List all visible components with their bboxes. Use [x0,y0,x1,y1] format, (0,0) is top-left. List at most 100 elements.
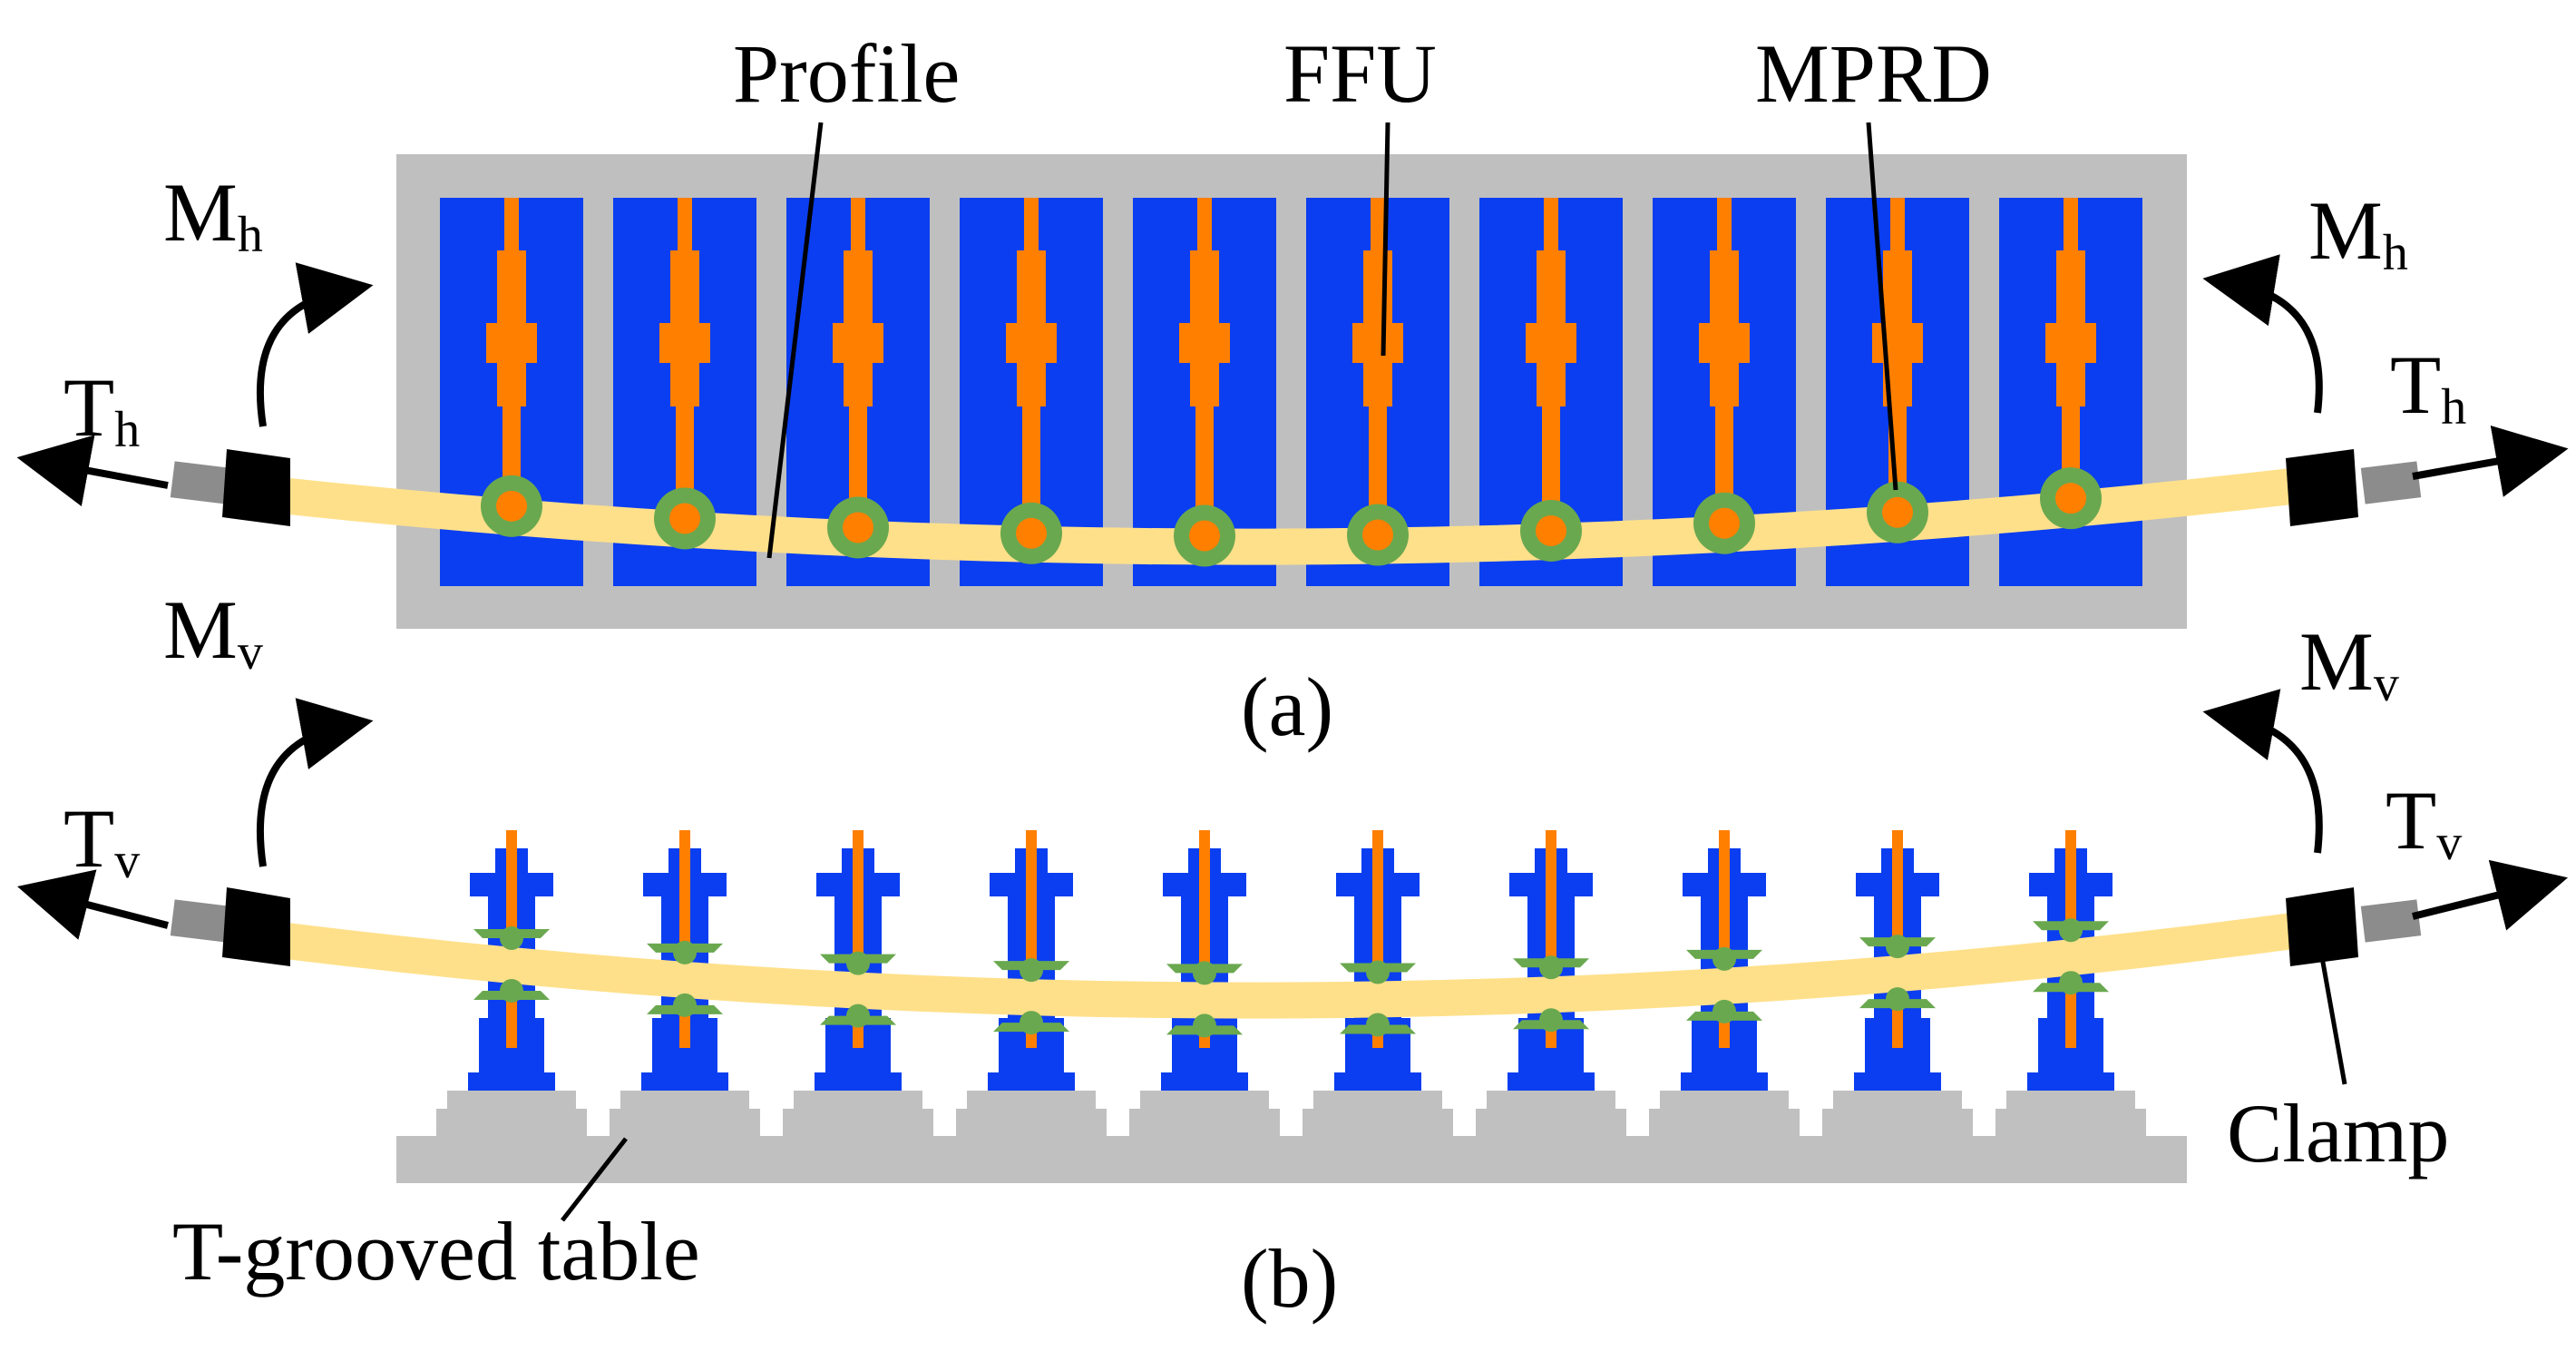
actuator-rod [1197,198,1212,252]
actuator-rod [2064,198,2078,252]
actuator-rod [1195,405,1214,536]
actuator-rod [1022,405,1040,534]
mprd-core [1709,507,1740,539]
mprd-roller [1712,999,1736,1023]
moment-v-right: Mv [2299,615,2399,712]
clamp-body [2286,887,2358,966]
clamp-left-top [170,449,290,526]
actuator-body [844,361,873,406]
actuator-rod [1542,405,1560,531]
clamp-right-top [2286,449,2422,526]
mprd-leader [1866,122,1898,491]
moment-h-left: Mh [163,166,263,263]
clamp-rod [170,899,231,943]
mprd-roller [1886,987,1909,1012]
mprd-core [2055,483,2086,514]
tension-arrow-right-top [2412,426,2569,497]
moment-v-left: Mv [163,583,263,680]
table-block [956,1091,1107,1136]
profile-side-view [269,912,2302,1019]
tension-arrow-right-side [2412,859,2569,931]
clamp-body [2286,449,2358,526]
mprd-core [1189,520,1220,552]
moment-arrow-right-top [2202,254,2323,414]
actuator-body [1190,361,1219,406]
mprd-roller [1366,960,1390,984]
mprd-roller [1539,955,1563,980]
table-blocks [436,1091,2146,1136]
actuator-body [670,250,699,323]
actuator-body [1363,250,1392,323]
actuator-rod [1024,198,1039,252]
profile-top-view [269,467,2302,565]
side-actuators [468,830,2114,1091]
moment-arrow-left-top [256,262,374,427]
table-block [436,1091,587,1136]
actuator-block [1699,323,1750,363]
mprd-core [669,503,700,534]
top-view [16,122,2569,629]
mprd-roller [673,993,697,1017]
mprd-roller [846,951,870,975]
mprd-roller [2059,918,2083,943]
tension-v-right: Tv [2386,774,2462,871]
actuator-rod [1369,405,1387,535]
mprd-roller [1193,961,1216,985]
table-block [1476,1091,1626,1136]
clamp-leader [2319,956,2347,1085]
mprd-core [496,490,527,522]
actuator-body [497,361,526,406]
mprd-roller [1712,946,1736,971]
profile-label: Profile [733,27,960,120]
mprd-roller [2059,971,2083,995]
actuator-body [2056,361,2085,406]
actuator-rod [678,198,692,252]
mprd-label: MPRD [1755,27,1992,120]
table-block [1649,1091,1800,1136]
side-view [17,689,2569,1222]
actuator-body [1710,250,1739,323]
moment-h-right: Mh [2308,184,2408,281]
actuator-body [1190,250,1219,323]
t-grooved-table-base [396,1136,2187,1183]
mprd-rings-top [481,467,2102,567]
actuator-body [1537,361,1566,406]
actuator-body [1017,250,1046,323]
clamp-left-side [170,887,290,966]
clamp-rod [170,461,231,504]
table-block [1129,1091,1280,1136]
caption-a: (a) [1241,661,1333,753]
moment-arrow-left-side [257,698,374,867]
tension-v-left: Tv [63,792,140,889]
ffu-leader [1381,122,1390,357]
mprd-roller [1193,1013,1216,1038]
tension-h-right: Th [2390,338,2466,436]
actuator-body [1537,250,1566,323]
actuator-block [1179,323,1230,363]
table-label: T-grooved table [172,1205,700,1297]
table-block [1995,1091,2146,1136]
profile-leader [766,122,824,559]
actuator-body [497,250,526,323]
actuator-rod [1717,198,1732,252]
mprd-roller [846,1003,870,1028]
actuator-rod [1371,198,1385,252]
mprd-core [1362,519,1393,551]
actuator-rod [1544,198,1558,252]
mprd-core [1882,496,1913,528]
mprd-roller [1020,1011,1043,1035]
table-block [783,1091,933,1136]
tension-arrow-left-side [17,869,170,940]
mprd-roller [1366,1013,1390,1037]
mprd-roller [1886,935,1909,959]
tension-h-left: Th [63,361,140,458]
mprd-roller [673,940,697,964]
moment-arrow-right-side [2202,689,2323,854]
actuator-body [670,361,699,406]
mprd-roller [1020,958,1043,983]
actuator-block [833,323,883,363]
table-block [1303,1091,1453,1136]
actuator-rod [849,405,867,528]
actuator-rod [1890,198,1905,252]
